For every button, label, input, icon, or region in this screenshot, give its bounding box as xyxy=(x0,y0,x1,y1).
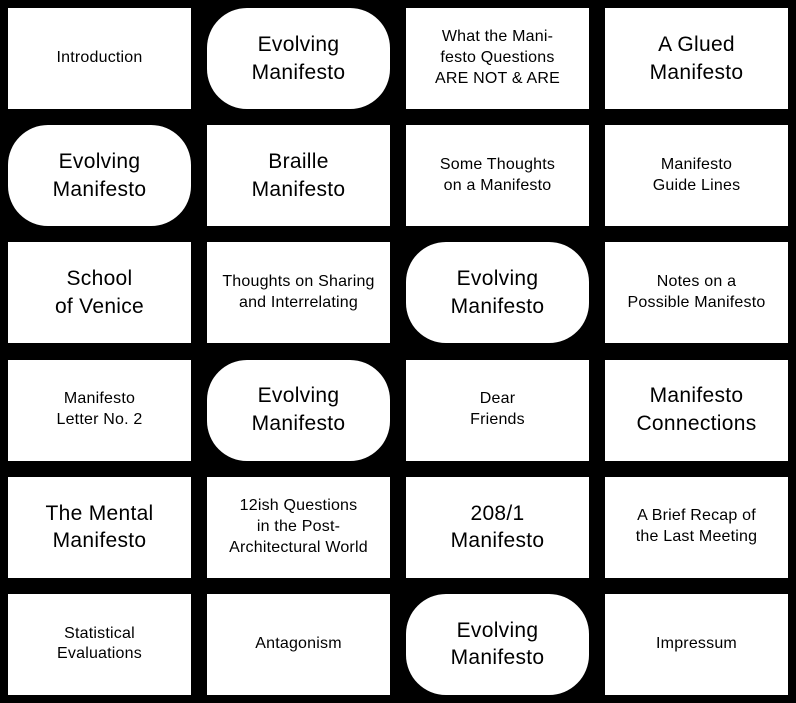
menu-item-manifesto-connections[interactable]: Manifesto Connections xyxy=(605,359,788,461)
menu-item-evolving-manifesto-2[interactable]: Evolving Manifesto xyxy=(8,125,191,227)
menu-item-label: Manifesto Letter No. 2 xyxy=(56,390,143,429)
menu-item-a-brief-recap[interactable]: A Brief Recap of the Last Meeting xyxy=(605,476,788,578)
menu-item-label: A Glued Manifesto xyxy=(649,32,744,84)
menu-item-label: 208/1 Manifesto xyxy=(450,501,545,553)
menu-item-label: Statistical Evaluations xyxy=(57,624,142,663)
menu-item-label: A Brief Recap of the Last Meeting xyxy=(635,507,758,546)
menu-item-antagonism[interactable]: Antagonism xyxy=(207,593,390,695)
menu-item-thoughts-on-sharing[interactable]: Thoughts on Sharing and Interrelating xyxy=(207,242,390,344)
menu-item-12ish-questions[interactable]: 12ish Questions in the Post- Architectur… xyxy=(207,476,390,578)
menu-item-dear-friends[interactable]: Dear Friends xyxy=(406,359,589,461)
menu-item-evolving-manifesto-3[interactable]: Evolving Manifesto xyxy=(406,242,589,344)
menu-item-label: Evolving Manifesto xyxy=(251,384,346,436)
menu-item-label: Evolving Manifesto xyxy=(450,618,545,670)
menu-item-statistical-evaluations[interactable]: Statistical Evaluations xyxy=(8,593,191,695)
menu-item-braille-manifesto[interactable]: Braille Manifesto xyxy=(207,125,390,227)
menu-item-label: Impressum xyxy=(656,635,737,652)
menu-item-label: 12ish Questions in the Post- Architectur… xyxy=(229,497,368,556)
menu-item-school-of-venice[interactable]: School of Venice xyxy=(8,242,191,344)
menu-item-evolving-manifesto-4[interactable]: Evolving Manifesto xyxy=(207,359,390,461)
menu-item-label: Thoughts on Sharing and Interrelating xyxy=(222,273,375,311)
menu-item-evolving-manifesto-5[interactable]: Evolving Manifesto xyxy=(406,593,589,695)
menu-item-notes-on-a-possible-manifesto[interactable]: Notes on a Possible Manifesto xyxy=(605,242,788,344)
menu-item-what-the-manifesto-questions[interactable]: What the Mani- festo Questions ARE NOT &… xyxy=(406,8,589,110)
menu-item-label: Some Thoughts on a Manifesto xyxy=(439,155,556,194)
menu-item-label: Introduction xyxy=(56,49,143,67)
menu-item-label: Antagonism xyxy=(255,635,342,652)
menu-item-label: Evolving Manifesto xyxy=(450,267,545,318)
menu-item-label: Evolving Manifesto xyxy=(52,150,147,201)
menu-item-label: What the Mani- festo Questions ARE NOT &… xyxy=(434,28,560,87)
menu-item-label: School of Venice xyxy=(54,267,145,318)
menu-item-evolving-manifesto-1[interactable]: Evolving Manifesto xyxy=(207,8,390,110)
menu-item-label: Manifesto Connections xyxy=(636,384,757,436)
menu-item-the-mental-manifesto[interactable]: The Mental Manifesto xyxy=(8,476,191,578)
menu-item-introduction[interactable]: Introduction xyxy=(8,8,191,110)
menu-item-manifesto-guide-lines[interactable]: Manifesto Guide Lines xyxy=(605,125,788,227)
menu-item-label: Manifesto Guide Lines xyxy=(652,155,741,194)
menu-item-a-glued-manifesto[interactable]: A Glued Manifesto xyxy=(605,8,788,110)
menu-item-label: Dear Friends xyxy=(470,390,525,429)
menu-item-some-thoughts-on-a-manifesto[interactable]: Some Thoughts on a Manifesto xyxy=(406,125,589,227)
menu-item-impressum[interactable]: Impressum xyxy=(605,593,788,695)
menu-item-label: Evolving Manifesto xyxy=(251,32,346,84)
menu-item-label: Braille Manifesto xyxy=(251,150,346,201)
menu-item-208-1-manifesto[interactable]: 208/1 Manifesto xyxy=(406,476,589,578)
menu-item-manifesto-letter-no-2[interactable]: Manifesto Letter No. 2 xyxy=(8,359,191,461)
menu-item-label: Notes on a Possible Manifesto xyxy=(627,273,766,311)
menu-item-label: The Mental Manifesto xyxy=(45,501,154,553)
